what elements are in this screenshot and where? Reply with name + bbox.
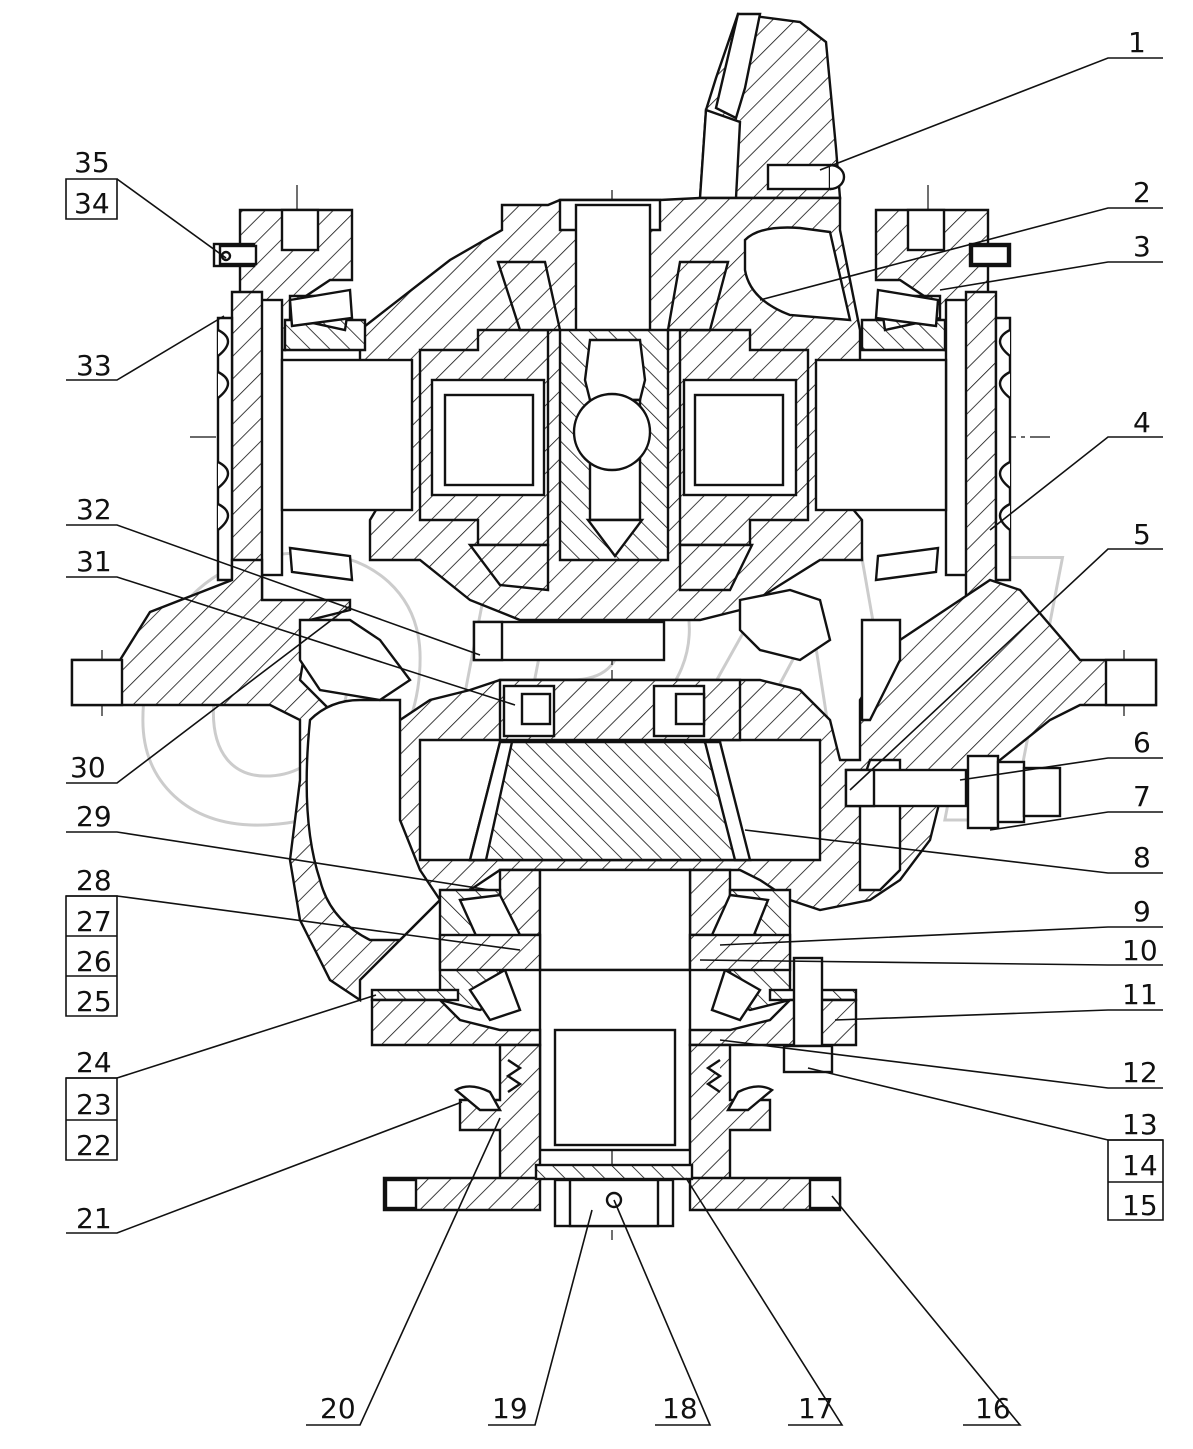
- callout-label: 14: [1122, 1149, 1158, 1182]
- callout-label: 7: [1133, 780, 1151, 813]
- right-bearing-cap: [860, 208, 1012, 602]
- side-gears: [280, 328, 948, 547]
- callout-label: 31: [76, 545, 112, 578]
- callout-label: 11: [1122, 978, 1158, 1011]
- callout-label: 9: [1133, 895, 1151, 928]
- callout-label: 34: [74, 187, 110, 220]
- output-flange: [382, 1043, 842, 1228]
- callout-label: 3: [1133, 230, 1151, 263]
- callout-label: 26: [76, 945, 112, 978]
- callout-label: 33: [76, 349, 112, 382]
- callout-labels: 1 2 3 4 5 6 7 8 9 10 11 12 13 14 15 16 1…: [70, 26, 1158, 1425]
- top-bracket: [698, 12, 846, 200]
- callout-label: 12: [1122, 1056, 1158, 1089]
- callout-leaders: [65, 178, 1022, 1426]
- callout-label: 30: [70, 751, 106, 784]
- callout-label: 2: [1133, 176, 1151, 209]
- callout-label: 16: [975, 1392, 1011, 1425]
- fasteners: [218, 244, 1062, 830]
- callout-leaders-right: [699, 57, 1164, 1221]
- callout-label: 35: [74, 146, 110, 179]
- callout-label: 4: [1133, 406, 1151, 439]
- spider-cross: [467, 203, 754, 592]
- callout-label: 17: [798, 1392, 834, 1425]
- callout-label: 8: [1133, 841, 1151, 874]
- callout-label: 23: [76, 1088, 112, 1121]
- callout-label: 5: [1133, 518, 1151, 551]
- callout-label: 15: [1122, 1189, 1158, 1222]
- callout-label: 6: [1133, 726, 1151, 759]
- callout-label: 29: [76, 800, 112, 833]
- callout-label: 32: [76, 493, 112, 526]
- drive-pinion: [418, 620, 822, 862]
- callout-label: 10: [1122, 934, 1158, 967]
- callout-label: 22: [76, 1129, 112, 1162]
- callout-label: 13: [1122, 1108, 1158, 1141]
- pinion-shaft: [438, 868, 792, 1152]
- callout-label: 18: [662, 1392, 698, 1425]
- callout-label: 24: [76, 1046, 112, 1079]
- callout-label: 28: [76, 864, 112, 897]
- callout-label: 20: [320, 1392, 356, 1425]
- callout-label: 25: [76, 985, 112, 1018]
- callout-label: 27: [76, 905, 112, 938]
- callout-label: 21: [76, 1202, 112, 1235]
- callout-label: 19: [492, 1392, 528, 1425]
- side-bearing-rollers: [288, 288, 940, 582]
- callout-label: 1: [1128, 26, 1146, 59]
